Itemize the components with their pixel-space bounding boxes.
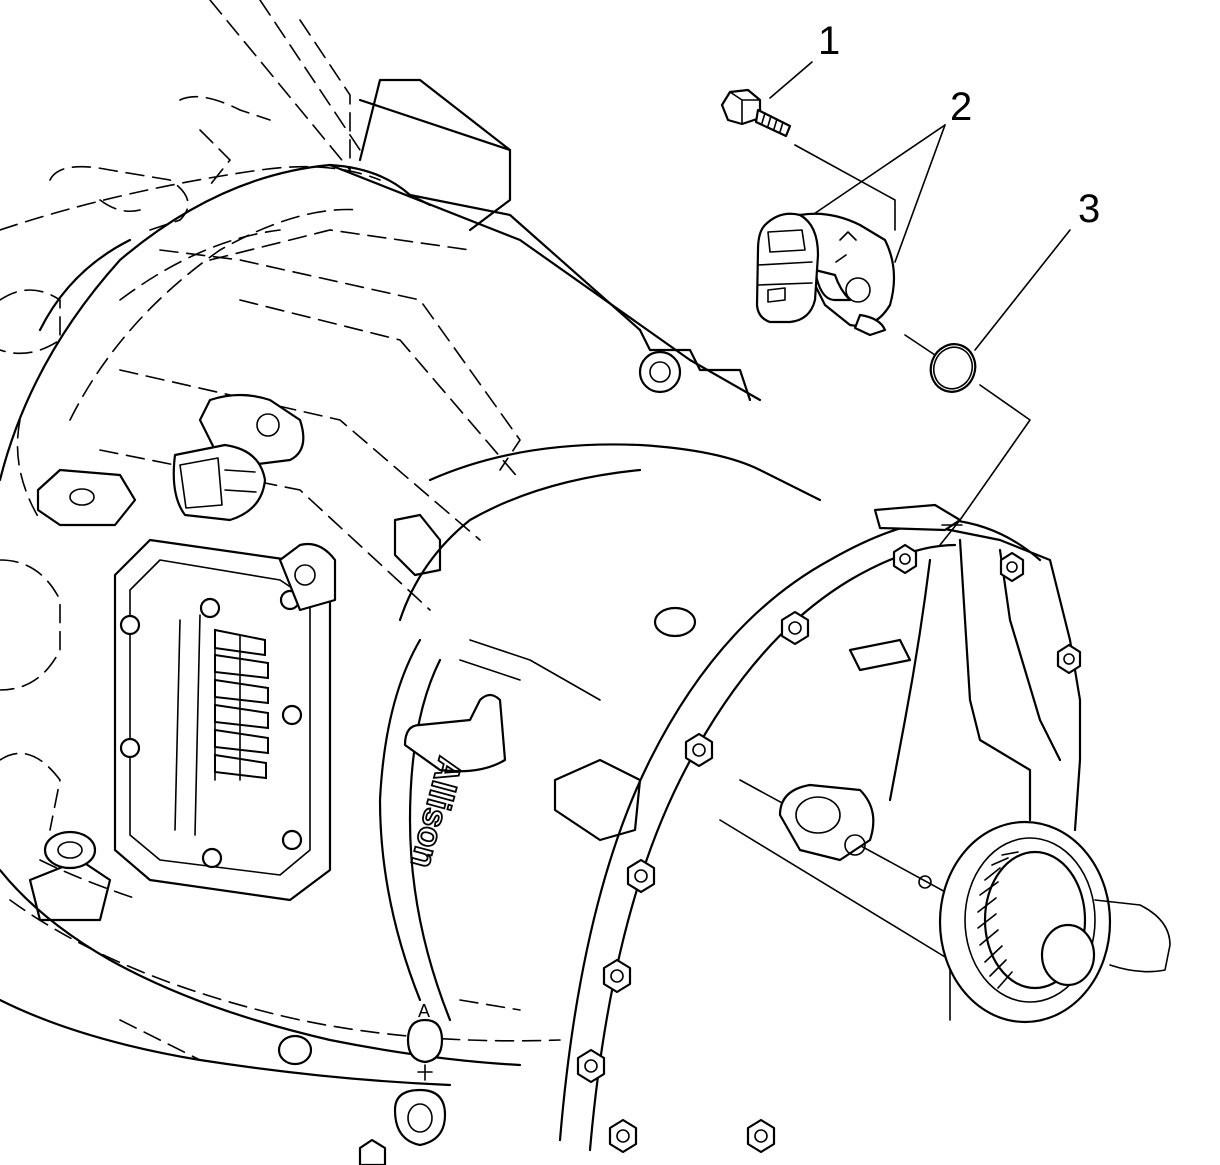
speed-sensor xyxy=(755,212,896,337)
leader-lines xyxy=(769,61,1071,546)
flange-bolt xyxy=(1056,643,1082,675)
pto-opening xyxy=(113,538,332,902)
flange-bolt xyxy=(780,610,810,646)
installed-speed-sensor xyxy=(172,393,305,522)
flange-bolt xyxy=(626,858,656,894)
bolt xyxy=(720,88,792,138)
output-shaft xyxy=(938,820,1171,1024)
leader-callout-2b xyxy=(894,124,946,263)
flange-bolt xyxy=(602,958,632,994)
flange-bolt xyxy=(576,1048,606,1084)
callout-2: 2 xyxy=(950,85,972,129)
callout-3: 3 xyxy=(1078,187,1100,231)
callouts: 1 2 3 xyxy=(818,19,1100,231)
lower-case: A xyxy=(0,830,521,1165)
output-shaft-splines xyxy=(977,851,1019,989)
pto-gear xyxy=(214,628,269,781)
assembly-line-seal xyxy=(904,334,1031,546)
leader-callout-2a xyxy=(804,124,946,221)
callout-1: 1 xyxy=(818,19,840,63)
o-ring-seal xyxy=(929,343,977,393)
flange-bolt xyxy=(999,551,1025,583)
flange-bolt xyxy=(608,1118,638,1154)
left-mount-pad xyxy=(36,468,137,527)
flange-bolt xyxy=(892,543,918,575)
case-mark: A xyxy=(418,1001,430,1021)
leader-callout-1-tip xyxy=(769,61,813,99)
case-boss xyxy=(278,513,442,612)
flange-bolts xyxy=(576,543,1082,1154)
leader-callout-1 xyxy=(794,144,896,231)
center-housing: Allison xyxy=(378,443,822,1022)
flange-bolt xyxy=(746,1118,776,1154)
flange-bolt xyxy=(684,732,714,768)
transmission-case xyxy=(0,78,762,1067)
leader-callout-3 xyxy=(974,229,1071,351)
